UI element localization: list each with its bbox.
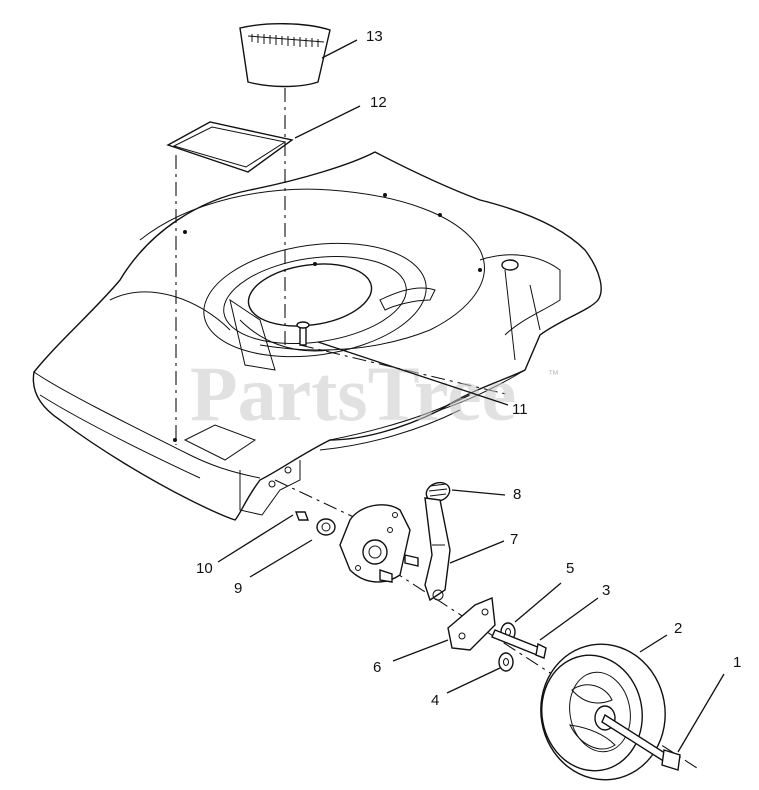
callout-6: 6 xyxy=(373,659,381,676)
callout-13: 13 xyxy=(366,28,383,45)
part-8-knob xyxy=(425,481,451,503)
part-9-bushing xyxy=(316,518,336,536)
part-2-wheel xyxy=(540,643,666,781)
callout-1: 1 xyxy=(733,654,741,671)
part-10-bolt xyxy=(294,511,310,521)
callout-8: 8 xyxy=(513,486,521,503)
callout-11: 11 xyxy=(512,401,528,418)
part-6-bracket xyxy=(447,596,496,651)
callout-3: 3 xyxy=(602,582,610,599)
watermark-trademark: ™ xyxy=(548,369,559,381)
callout-10: 10 xyxy=(196,560,213,577)
watermark-text: PartsTree xyxy=(190,350,516,437)
watermark: PartsTree ™ xyxy=(190,350,559,437)
callout-5: 5 xyxy=(566,560,574,577)
part-13-cover xyxy=(239,23,331,88)
callout-12: 12 xyxy=(370,94,387,111)
part-12-plate xyxy=(166,121,294,173)
callout-7: 7 xyxy=(510,531,518,548)
leader-lines xyxy=(217,39,725,753)
part-11-screw xyxy=(296,321,310,346)
part-1-axle-bolt xyxy=(601,713,681,771)
part-4-washer xyxy=(498,652,514,672)
height-adjuster-bracket xyxy=(339,504,419,583)
callout-4: 4 xyxy=(431,692,439,709)
callout-2: 2 xyxy=(674,620,682,637)
part-3-bolt xyxy=(491,629,547,659)
callouts: 13 12 11 8 7 5 3 2 1 6 4 9 10 xyxy=(196,28,741,709)
part-7-lever xyxy=(424,497,451,602)
mower-deck xyxy=(32,151,602,521)
callout-9: 9 xyxy=(234,580,242,597)
